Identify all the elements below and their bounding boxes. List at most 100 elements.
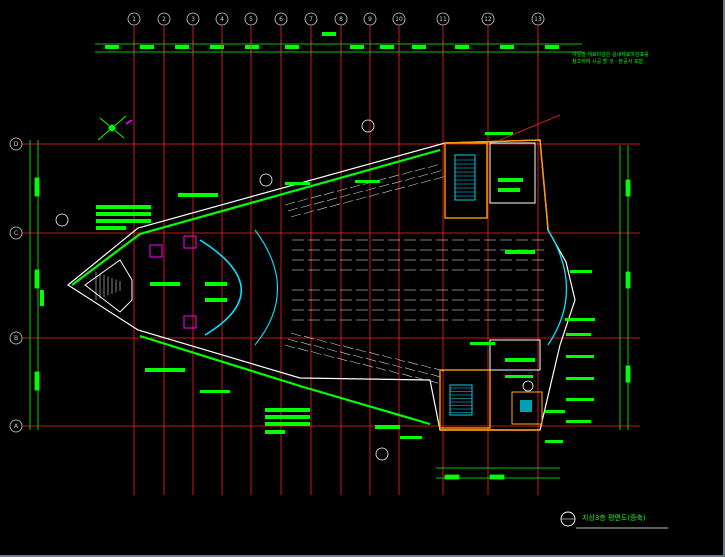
seat-row — [401, 373, 413, 378]
seat-row — [287, 338, 299, 343]
seat-row — [420, 179, 432, 184]
horizontal-grid-lines — [22, 143, 640, 427]
auditorium-seating — [284, 164, 544, 384]
seat-row — [417, 173, 429, 178]
annotation-block — [400, 436, 422, 439]
dimension-value — [500, 45, 514, 49]
seat-row — [339, 351, 351, 356]
seat-row — [378, 183, 390, 188]
annotation-block — [265, 430, 285, 434]
seat-row — [316, 206, 328, 211]
dimension-value — [140, 45, 154, 49]
annotation-block — [505, 250, 535, 254]
annotation-block — [265, 422, 310, 426]
grid-bubble-10 — [392, 12, 406, 26]
seat-row — [391, 180, 403, 185]
annotation-block — [205, 282, 227, 286]
seat-row — [349, 184, 361, 189]
seat-row — [365, 187, 377, 191]
grid-bubble-label-D: D — [14, 141, 19, 148]
grid-bubble-D — [9, 137, 23, 151]
seat-row — [342, 200, 354, 204]
dimension-value — [545, 45, 559, 49]
grid-bubble-11 — [436, 12, 450, 26]
grid-bubble-B — [9, 331, 23, 345]
seat-row — [404, 177, 416, 181]
grid-bubble-C — [9, 226, 23, 240]
grid-bubble-label-1: 1 — [132, 16, 136, 23]
dimension-value — [350, 45, 364, 49]
annotation-block — [485, 132, 513, 135]
seat-row — [414, 376, 426, 381]
seat-row — [430, 170, 442, 174]
annotation-block — [566, 377, 594, 380]
title-marker — [560, 511, 668, 529]
annotation-block — [96, 226, 126, 230]
vertical-grid-lines — [133, 26, 539, 495]
seat-row — [290, 332, 302, 337]
grid-bubble-label-A: A — [14, 423, 19, 430]
annotation-block — [96, 212, 151, 216]
annotation-block — [178, 193, 218, 197]
grid-bubble-4 — [215, 12, 229, 26]
grid-bubble-label-3: 3 — [191, 16, 195, 23]
seat-row — [313, 200, 325, 205]
annotation-block — [200, 390, 230, 393]
seat-row — [407, 361, 419, 366]
seat-row — [417, 370, 429, 375]
annotation-block — [265, 408, 310, 412]
seat-row — [427, 164, 439, 168]
seat-row — [375, 367, 387, 371]
seat-row — [365, 357, 377, 362]
grid-bubble-label-7: 7 — [309, 16, 313, 23]
seat-row — [433, 367, 445, 372]
seat-row — [391, 364, 403, 368]
seat-row — [342, 345, 354, 350]
seat-row — [284, 201, 296, 206]
seat-row — [326, 197, 338, 202]
grid-bubble-label-13: 13 — [534, 16, 542, 23]
seat-row — [355, 348, 367, 353]
seat-row — [323, 191, 335, 196]
drawing-title: 지상3층 평면도(증축) — [582, 514, 646, 522]
seat-row — [336, 357, 348, 362]
seat-row — [284, 344, 296, 349]
seat-row — [414, 167, 426, 172]
seat-row — [300, 204, 312, 208]
seat-row — [394, 186, 406, 191]
annotation-block — [470, 342, 495, 345]
annotation-block — [205, 298, 227, 302]
seat-row — [310, 351, 322, 355]
lower-right-stair-core — [439, 339, 543, 429]
seat-row — [401, 171, 413, 175]
grid-bubble-label-12: 12 — [484, 16, 492, 23]
annotation-block — [566, 398, 594, 401]
seat-row — [404, 367, 416, 372]
annotation-block — [565, 318, 595, 321]
dimension-value — [210, 45, 224, 49]
seat-row — [287, 207, 299, 212]
grid-bubble-13 — [531, 12, 545, 26]
grid-bubble-9 — [363, 12, 377, 26]
seat-row — [433, 176, 445, 180]
building-outline — [66, 139, 576, 431]
dimension-value — [380, 45, 394, 49]
grid-bubble-8 — [334, 12, 348, 26]
annotation-block — [498, 188, 520, 192]
annotation-block — [545, 410, 565, 413]
seat-row — [368, 193, 380, 197]
seat-row — [290, 213, 302, 218]
grid-bubble-6 — [274, 12, 288, 26]
general-note: 각실별 재료마감은 실내재료마감표를 참조하여 시공 할 것 - 본공사 포함 — [572, 52, 649, 66]
seat-row — [303, 210, 315, 214]
seat-row — [381, 189, 393, 194]
seat-row — [339, 194, 351, 198]
seat-row — [368, 351, 380, 356]
seat-row — [316, 339, 328, 343]
annotation-block — [566, 355, 594, 358]
grid-bubble-label-5: 5 — [249, 16, 253, 23]
grid-bubble-label-8: 8 — [339, 16, 343, 23]
